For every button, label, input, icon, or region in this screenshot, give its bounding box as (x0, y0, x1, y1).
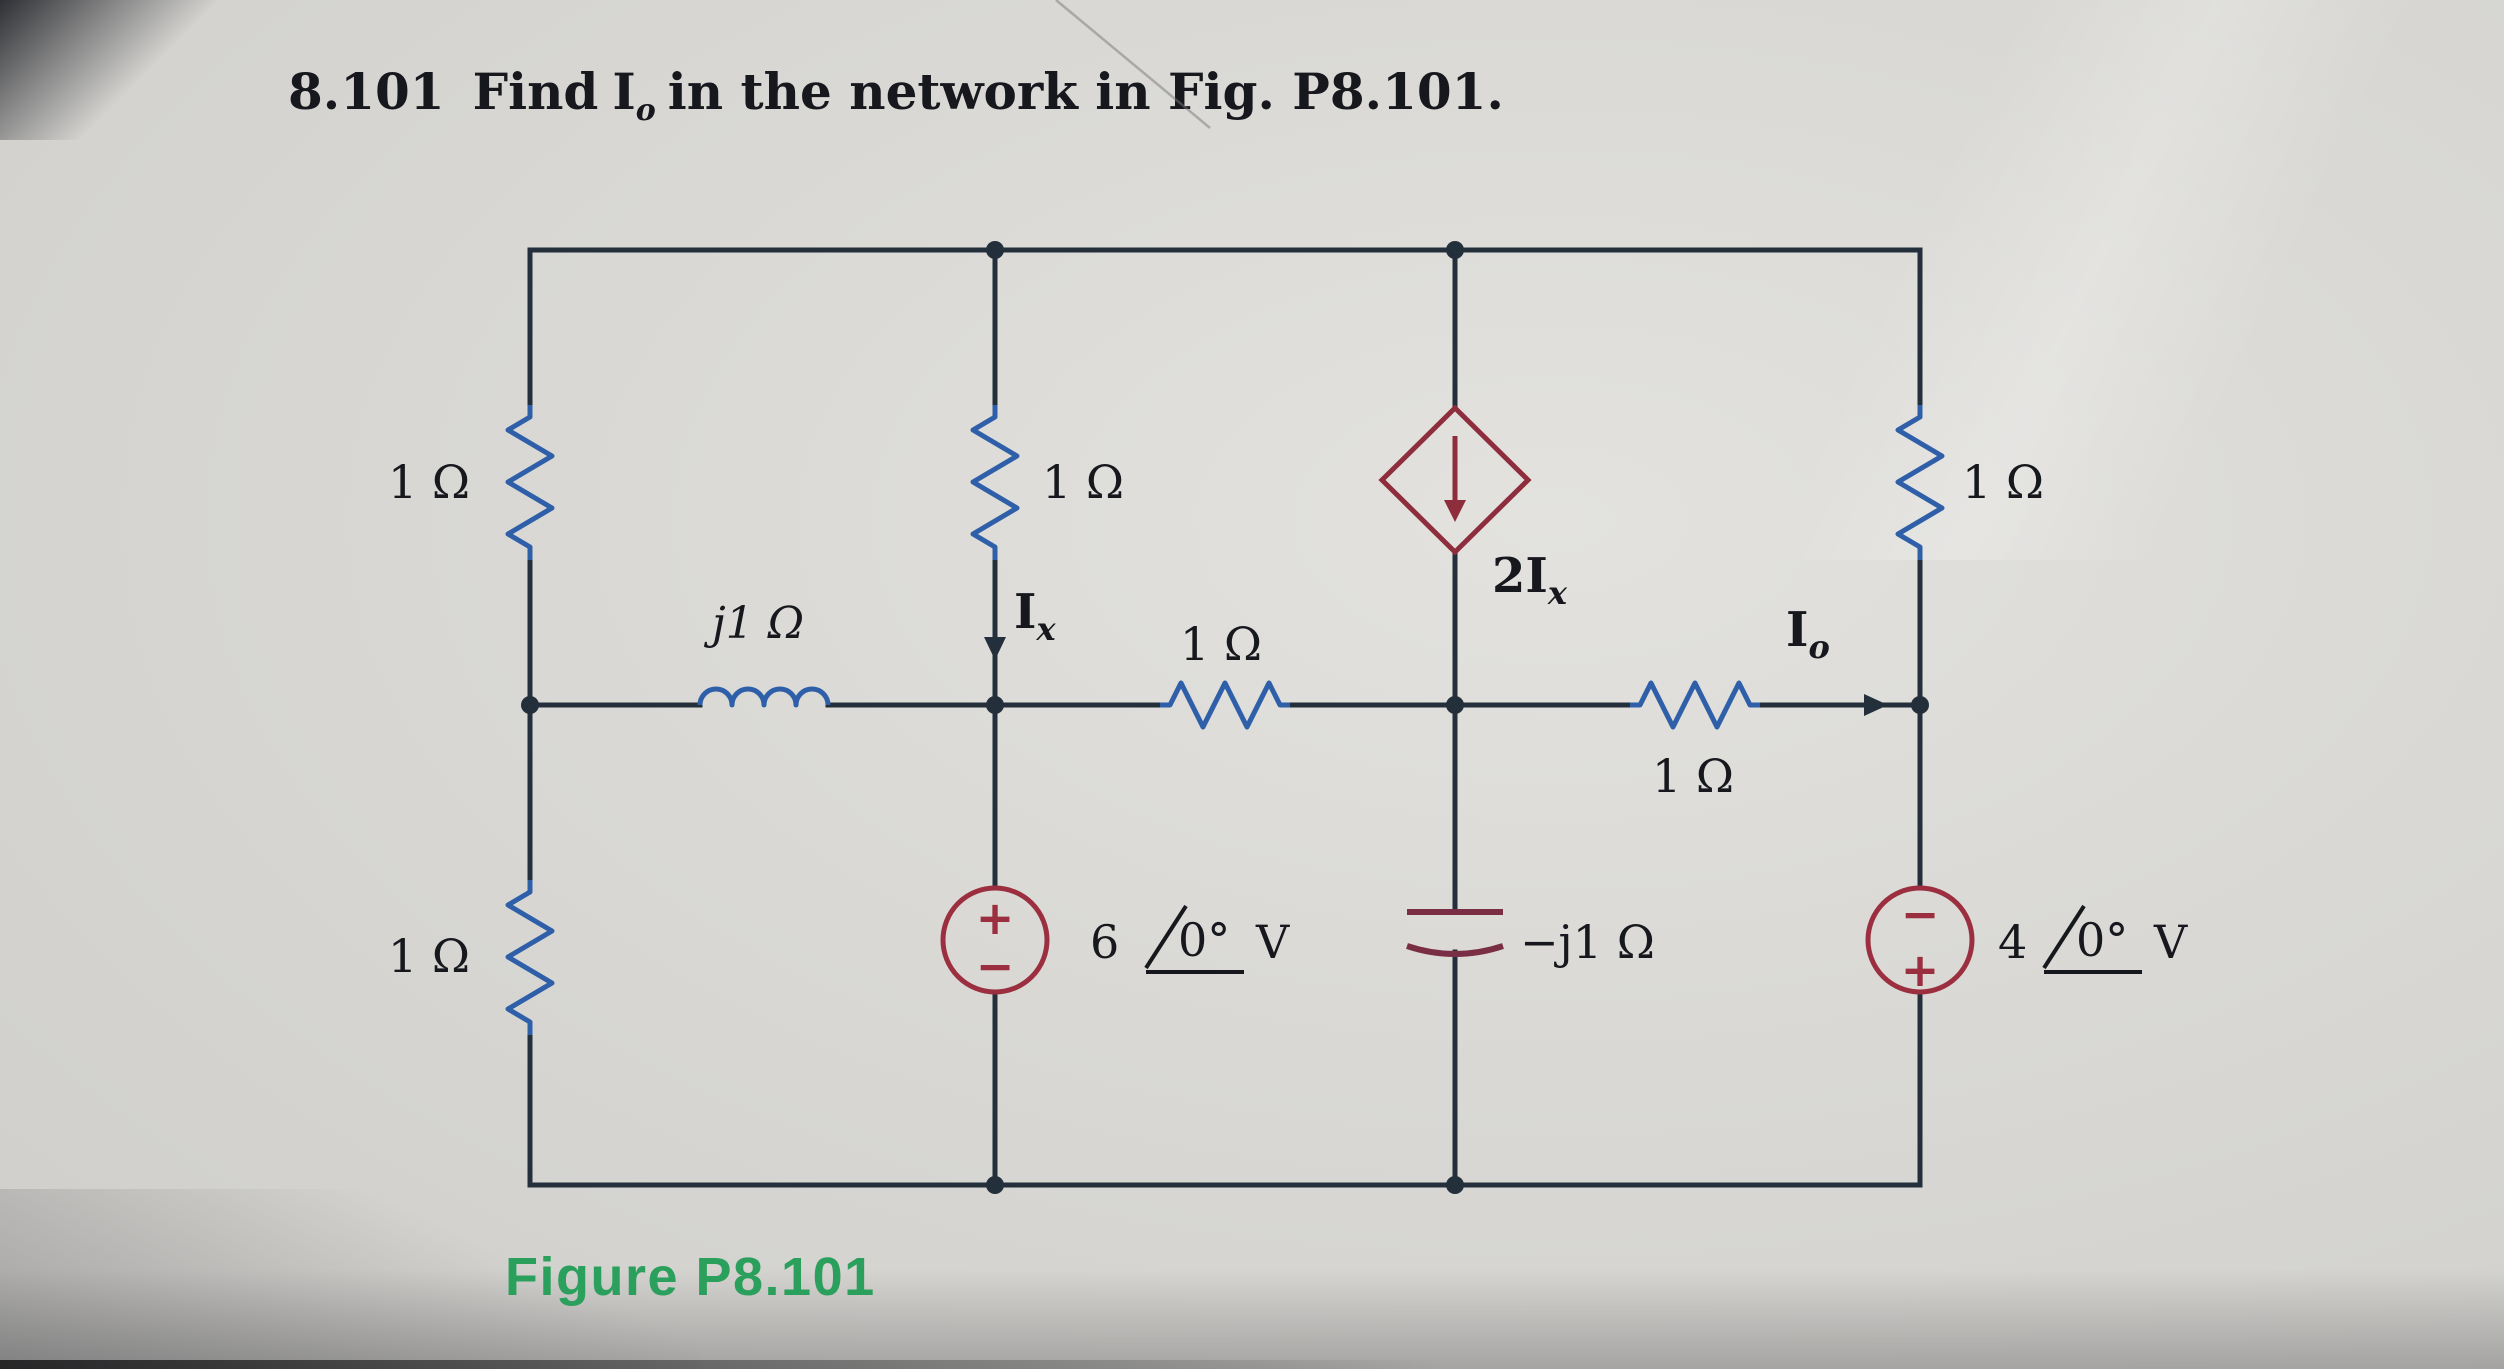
io-arrow-head (1864, 694, 1888, 716)
junction-dots (521, 241, 1929, 1194)
ix-arrow-head (984, 637, 1006, 660)
label-resistor-right: 1 Ω (1962, 455, 2044, 509)
vsrc-left-minus-sign: − (976, 939, 1015, 993)
figure-caption: Figure P8.101 (505, 1247, 876, 1307)
resistor-left-top (505, 405, 555, 560)
resistor-mid-horizontal-1 (1160, 680, 1290, 730)
node-dot (986, 696, 1004, 714)
vsrc-left-plus-sign: + (976, 891, 1015, 945)
component-labels: 1 Ω 1 Ω j1 Ω 1 Ω 1 Ω 1 Ω 1 Ω −j1 Ω Ix Io… (388, 455, 2044, 983)
photo-bottom-left-shadow (0, 1189, 700, 1369)
capacitor-symbol (1406, 909, 1504, 957)
dependent-source-diamond (1378, 404, 1532, 556)
vsrc-left-angle-slash (1144, 904, 1188, 970)
label-ix: Ix (1014, 584, 1056, 648)
label-inductor: j1 Ω (703, 598, 804, 649)
node-dot (521, 696, 539, 714)
node-dot (1446, 1176, 1464, 1194)
label-resistor-mid-vertical: 1 Ω (1042, 455, 1124, 509)
capacitor-bottom-plate (1406, 943, 1504, 957)
vsrc-left-value: 6 (1090, 915, 1119, 969)
vsrc-right-plus-sign: + (1901, 943, 1940, 997)
voltage-sources: + − − + (940, 885, 1975, 997)
photo-crease-line (1055, 0, 1211, 129)
vsrc-right-value: 4 (1998, 915, 2027, 969)
resistor-left-bottom (505, 880, 555, 1035)
vsrc-right-angle-slash (2042, 904, 2086, 970)
current-symbol-io: Io (612, 62, 655, 128)
resistor-mid-vertical (970, 405, 1020, 560)
vsrc-right-minus-sign: − (1901, 887, 1940, 941)
dep-source-subscript: x (1547, 574, 1568, 612)
photo-sheen (1524, 0, 2504, 560)
vsrc-left-angle: 0° (1178, 913, 1230, 967)
ix-symbol: I (1014, 584, 1036, 640)
dependent-current-source (1378, 404, 1532, 556)
vsrc-right-unit: V (2153, 915, 2188, 969)
node-dot (1446, 696, 1464, 714)
node-dot (1911, 696, 1929, 714)
label-io: Io (1786, 602, 1830, 666)
vsrc-right-label: 4 0° V (1998, 904, 2188, 974)
photo-bottom-vignette (0, 1269, 2504, 1369)
label-resistor-left-bottom: 1 Ω (388, 929, 470, 983)
dep-source-text: 2I (1492, 548, 1548, 604)
photo-dark-corner (0, 0, 260, 140)
inductor-symbol (697, 686, 831, 708)
problem-text-rest: in the network in Fig. P8.101. (667, 62, 1504, 121)
photo-bottom-edge (0, 1360, 1453, 1369)
voltage-source-left-circle (940, 885, 1050, 995)
io-subscript: o (635, 93, 656, 128)
node-dot (986, 241, 1004, 259)
label-resistor-mid-h1: 1 Ω (1180, 617, 1262, 671)
vsrc-left-unit: V (1255, 915, 1290, 969)
label-dependent-source: 2Ix (1492, 548, 1568, 612)
io-symbol-figure: I (1786, 602, 1808, 658)
vsrc-left-label: 6 0° V (1090, 904, 1290, 974)
resistor-right (1895, 405, 1945, 560)
node-dot (986, 1176, 1004, 1194)
passive-components (505, 405, 1945, 1035)
ix-subscript: x (1035, 610, 1056, 648)
voltage-source-right-circle (1865, 885, 1975, 995)
problem-text-find: Find (472, 62, 599, 121)
circuit-wires (527, 247, 1923, 1188)
label-capacitor: −j1 Ω (1520, 915, 1655, 969)
dependent-source-arrow-head (1444, 500, 1466, 522)
resistor-mid-horizontal-2 (1630, 680, 1760, 730)
label-resistor-left-top: 1 Ω (388, 455, 470, 509)
label-resistor-mid-h2: 1 Ω (1652, 749, 1734, 803)
io-subscript-figure: o (1808, 628, 1829, 666)
problem-number: 8.101 (288, 62, 445, 121)
vsrc-right-angle: 0° (2076, 913, 2128, 967)
current-arrows (984, 637, 1888, 716)
node-dot (1446, 241, 1464, 259)
io-symbol: I (612, 62, 636, 121)
